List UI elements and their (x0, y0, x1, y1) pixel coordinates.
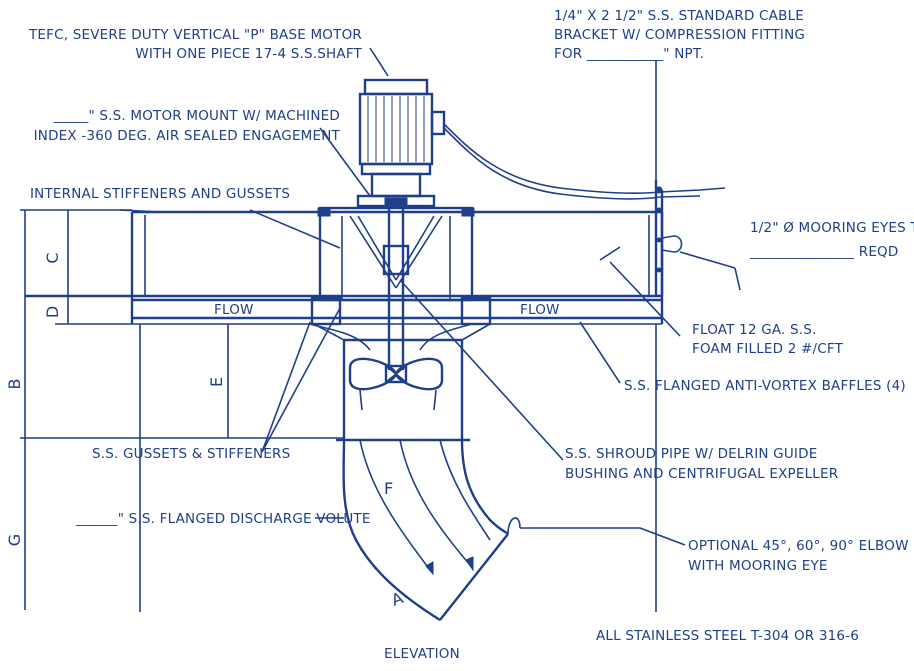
motor-junction-box (430, 110, 446, 136)
flow-arrows (309, 323, 491, 576)
elevation-title: ELEVATION (384, 646, 460, 662)
stiffeners-label: INTERNAL STIFFENERS AND GUSSETS (30, 186, 290, 202)
discharge-volute (342, 439, 521, 622)
motor-cooling-fins (367, 96, 425, 162)
gussets-label: S.S. GUSSETS & STIFFENERS (92, 446, 290, 462)
dim-e: E (207, 377, 226, 387)
cable-label-3: FOR ___________" NPT. (554, 46, 704, 62)
motor (356, 78, 446, 208)
shroud-bushing (382, 244, 410, 276)
dim-f: F (384, 479, 393, 498)
motor-flange (360, 162, 432, 176)
baffles-label: S.S. FLANGED ANTI-VORTEX BAFFLES (4) (624, 378, 906, 394)
leader-lines (119, 47, 741, 546)
dim-g: G (5, 534, 24, 546)
motor-label-1: TEFC, SEVERE DUTY VERTICAL "P" BASE MOTO… (28, 27, 362, 43)
flow-label-right: FLOW (520, 302, 560, 318)
power-cable (443, 123, 726, 194)
impeller (348, 357, 444, 391)
dim-d: D (43, 306, 62, 318)
mooring-eye (661, 235, 683, 253)
mount-label-1: _____" S.S. MOTOR MOUNT W/ MACHINED (53, 108, 340, 124)
mooring-label-2: _______________ REQD (749, 244, 898, 260)
cable-label-1: 1/4" X 2 1/2" S.S. STANDARD CABLE (554, 8, 804, 24)
float-label-1: FLOAT 12 GA. S.S. (692, 322, 817, 338)
power-cable-2 (443, 127, 701, 200)
cable-label-2: BRACKET W/ COMPRESSION FITTING (554, 27, 805, 43)
dim-a: A (389, 588, 406, 610)
flow-label-left: FLOW (214, 302, 254, 318)
mount-label-2: INDEX -360 DEG. AIR SEALED ENGAGEMENT (34, 128, 341, 144)
dim-b: B (5, 379, 24, 390)
dimension-lines (20, 60, 657, 612)
motor-housing (358, 92, 434, 166)
motor-mount-housing (310, 197, 492, 370)
shroud-label-1: S.S. SHROUD PIPE W/ DELRIN GUIDE (565, 446, 817, 462)
float-body (25, 210, 664, 325)
elbow-label-1: OPTIONAL 45°, 60°, 90° ELBOW S.S. (688, 538, 914, 554)
elbow-label-2: WITH MOORING EYE (688, 558, 828, 574)
cable-bracket (654, 180, 664, 296)
material-note: ALL STAINLESS STEEL T-304 OR 316-6 (596, 628, 859, 644)
float-label-2: FOAM FILLED 2 #/CFT (692, 341, 844, 357)
volute-label: ______" S.S. FLANGED DISCHARGE VOLUTE (75, 511, 371, 527)
motor-base (370, 172, 422, 198)
motor-label-2: WITH ONE PIECE 17-4 S.S.SHAFT (135, 46, 362, 62)
shroud-label-2: BUSHING AND CENTRIFUGAL EXPELLER (565, 466, 838, 482)
mooring-label-1: 1/2" Ø MOORING EYES TYP. (750, 220, 914, 236)
elbow-mooring-eye (507, 517, 521, 535)
motor-top-cap (363, 78, 429, 96)
dim-c: C (43, 252, 62, 263)
